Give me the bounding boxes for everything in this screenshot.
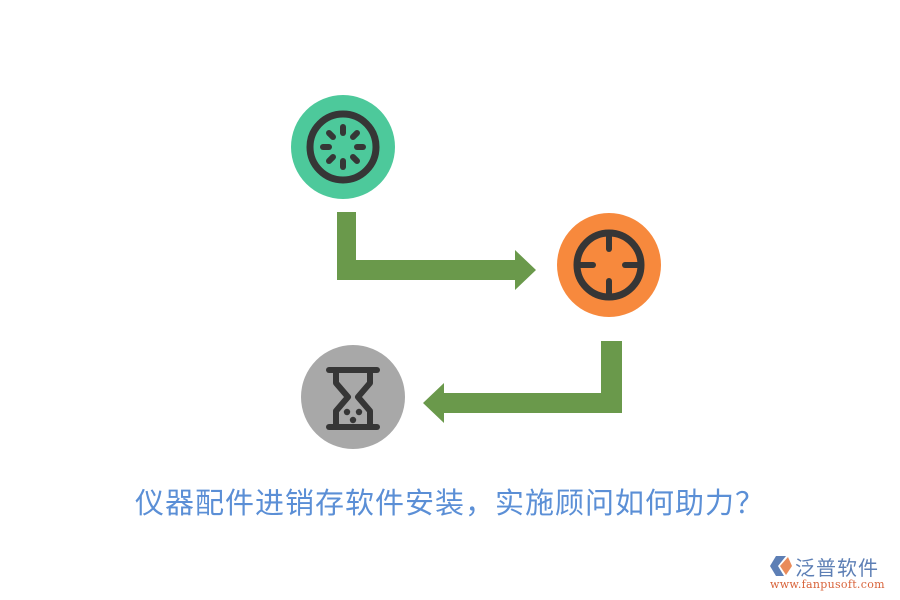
step-3-node <box>301 345 405 449</box>
crosshair-target-icon <box>573 229 645 301</box>
logo-name: 泛普软件 <box>795 556 879 580</box>
arrow-step1-to-step2 <box>337 212 536 290</box>
hourglass-icon <box>326 367 380 430</box>
step-1-node <box>291 95 395 199</box>
loading-spinner-icon <box>306 110 380 184</box>
step-2-node <box>557 213 661 317</box>
logo-url[interactable]: www.fanpusoft.com <box>770 578 885 591</box>
fanpu-logo-icon <box>770 556 792 576</box>
brand-logo[interactable]: 泛普软件 www.fanpusoft.com <box>768 552 893 596</box>
arrow-step2-to-step3 <box>423 341 622 423</box>
diagram-title: 仪器配件进销存软件安装，实施顾问如何助力？ <box>134 486 765 520</box>
